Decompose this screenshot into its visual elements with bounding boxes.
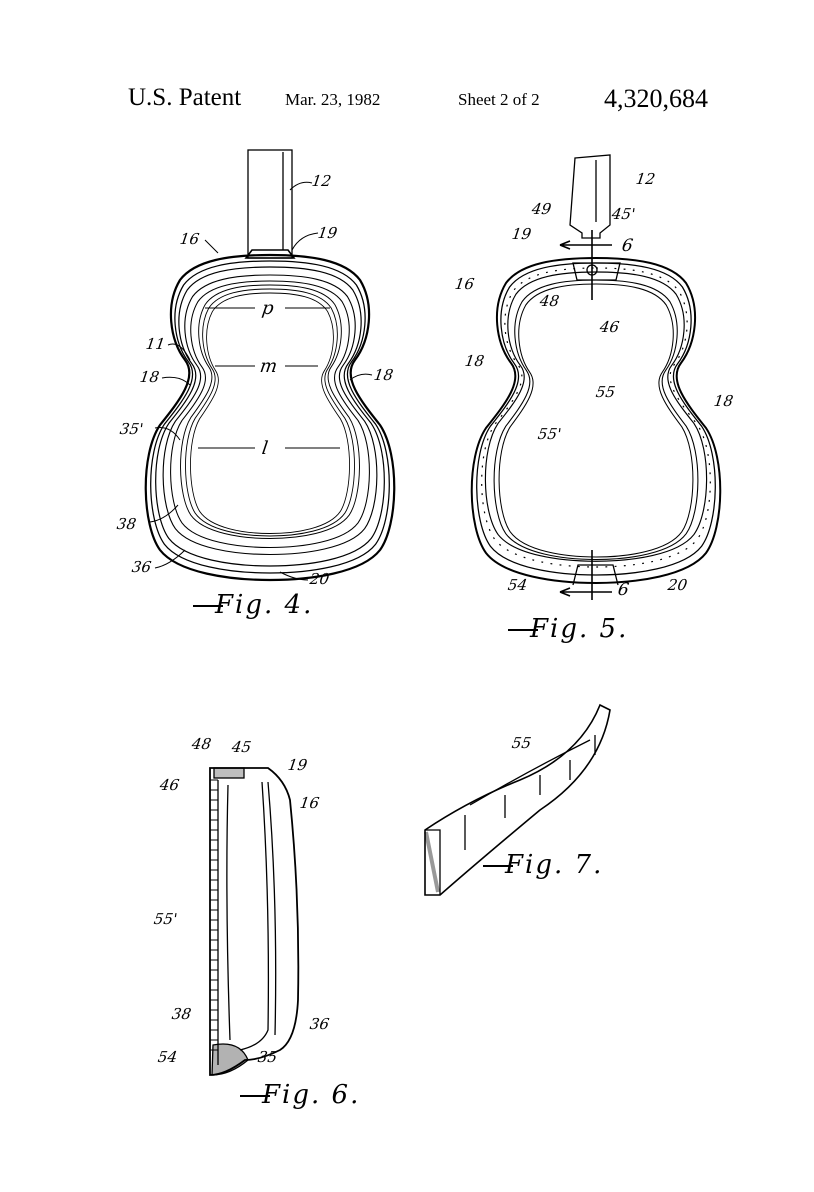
fig6-drawing	[209, 767, 300, 1076]
fig4-label-12: 12	[310, 172, 333, 190]
fig5-caption: Fig. 5.	[507, 614, 629, 644]
fig5-neck	[569, 154, 611, 239]
fig4-label-18-right: 18	[372, 366, 395, 384]
fig5-label-49: 49	[530, 200, 553, 218]
fig6-label-19: 19	[286, 756, 309, 774]
patent-number: 4,320,684	[604, 84, 708, 113]
fig4-dim-m: m	[258, 356, 279, 377]
patent-date: Mar. 23, 1982	[285, 90, 381, 109]
fig5-label-55: 55	[594, 383, 617, 401]
fig4-drawing	[144, 149, 396, 582]
fig6-label-45: 45	[230, 738, 253, 756]
fig5-label-18-right: 18	[712, 392, 735, 410]
fig6-label-48: 48	[190, 735, 213, 753]
fig6-label-16: 16	[298, 794, 321, 812]
fig5-label-45-prime: 45'	[610, 205, 637, 223]
fig6-label-46: 46	[158, 776, 181, 794]
fig4-label-19: 19	[316, 224, 339, 242]
fig6-label-36: 36	[308, 1015, 331, 1033]
fig6-caption: Fig. 6.	[239, 1080, 361, 1110]
fig4-label-36: 36	[130, 558, 153, 576]
fig6-label-55-prime: 55'	[152, 910, 179, 928]
fig4-caption: Fig. 4.	[192, 590, 314, 620]
fig4-neck	[247, 149, 293, 259]
fig5-label-16: 16	[453, 275, 476, 293]
sheet-number: Sheet 2 of 2	[458, 90, 540, 109]
fig6-label-54: 54	[156, 1048, 179, 1066]
fig5-label-48: 48	[538, 292, 561, 310]
fig5-label-46: 46	[598, 318, 621, 336]
fig5-label-12: 12	[634, 170, 657, 188]
fig5-label-20: 20	[666, 576, 689, 594]
fig4-label-18-left: 18	[138, 368, 161, 386]
fig7-caption: Fig. 7.	[482, 850, 604, 880]
fig4-label-35: 35'	[118, 420, 145, 438]
patent-header-title: U.S. Patent	[128, 84, 242, 111]
fig5-label-54: 54	[506, 576, 529, 594]
fig5-label-55-prime: 55'	[536, 425, 563, 443]
fig7-drawing	[424, 703, 611, 896]
fig7-label-55: 55	[510, 734, 533, 752]
fig4-dim-p: p	[260, 298, 276, 319]
fig6-label-35: 35	[256, 1048, 279, 1066]
fig4-label-11: 11	[144, 335, 167, 353]
fig4-label-38: 38	[115, 515, 138, 533]
fig5-label-19: 19	[510, 225, 533, 243]
fig5-label-18-left: 18	[463, 352, 486, 370]
fig4-label-20: 20	[308, 570, 331, 588]
fig4-label-16: 16	[178, 230, 201, 248]
fig6-label-38: 38	[170, 1005, 193, 1023]
fig5-drawing	[470, 154, 722, 600]
